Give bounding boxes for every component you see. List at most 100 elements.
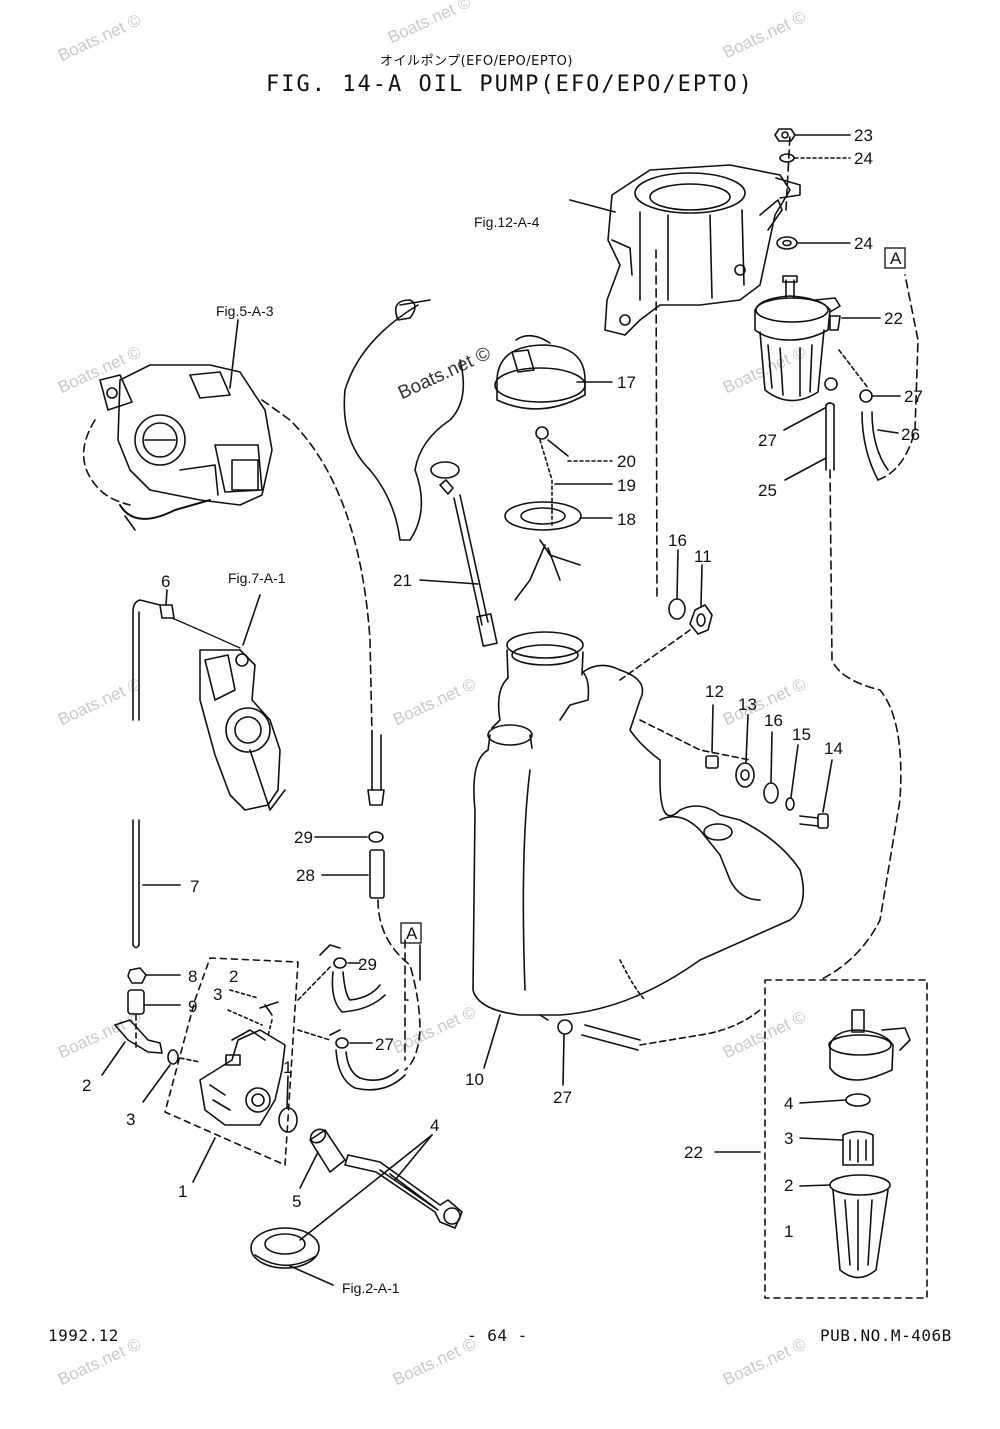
- callout-18: 18: [617, 510, 636, 529]
- callout-4: 4: [784, 1094, 793, 1113]
- callout-1: 1: [784, 1222, 793, 1241]
- washer-3: [167, 1049, 179, 1065]
- bolt-2-small: [259, 1001, 279, 1016]
- clip-27-right: [824, 377, 873, 403]
- drive-shaft-4: [344, 1154, 463, 1229]
- ref-fig5-a3: Fig.5-A-3: [216, 303, 274, 319]
- callout-20: 20: [617, 452, 636, 471]
- oil-tank-cap-17: [494, 334, 586, 410]
- figure-subtitle: オイルポンプ(EFO/EPO/EPTO): [380, 54, 573, 69]
- callout-2: 2: [784, 1176, 793, 1195]
- wire-lead: [367, 734, 385, 806]
- callout-15: 15: [792, 725, 811, 744]
- callout-14: 14: [824, 739, 843, 758]
- callout-27: 27: [553, 1088, 572, 1107]
- strap-19: [539, 439, 553, 526]
- callout-8: 8: [188, 967, 197, 986]
- callout-19: 19: [617, 476, 636, 495]
- callout-24: 24: [854, 234, 873, 253]
- oil-pump-1: [199, 1029, 286, 1126]
- tank-outlet-hose: [581, 1024, 641, 1051]
- footer-date: 1992.12: [48, 1326, 119, 1345]
- carburetor-part: [99, 364, 273, 506]
- gasket-18: [504, 501, 582, 531]
- callout-26: 26: [901, 425, 920, 444]
- hose-lower: [329, 1029, 406, 1091]
- washer-24-top: [779, 153, 795, 163]
- grommet-13: [735, 762, 755, 788]
- callout-25: 25: [758, 481, 777, 500]
- footer-publication-number: PUB.NO.M-406B: [820, 1326, 952, 1345]
- callout-2: 2: [82, 1076, 91, 1095]
- washer-16: [668, 598, 686, 620]
- nut-23: [774, 128, 796, 142]
- callout-21: 21: [393, 571, 412, 590]
- oil-level-gauge-21: [430, 461, 498, 647]
- callout-1: 1: [283, 1058, 292, 1077]
- callout-4: 4: [430, 1116, 439, 1135]
- callout-12: 12: [705, 682, 724, 701]
- collar-12: [705, 755, 719, 769]
- callout-27: 27: [375, 1035, 394, 1054]
- callout-24: 24: [854, 149, 873, 168]
- oring-1: [278, 1107, 298, 1133]
- ref-fig7-a1: Fig.7-A-1: [228, 570, 286, 586]
- svg-text:A: A: [890, 249, 902, 268]
- callout-5: 5: [292, 1192, 301, 1211]
- float-20: [535, 426, 569, 457]
- clip-29-top: [368, 831, 384, 843]
- ref-fig12-a4: Fig.12-A-4: [474, 214, 540, 230]
- washer-15: [785, 797, 795, 811]
- callout-17: 17: [617, 373, 636, 392]
- drive-gear-part: [250, 1227, 320, 1269]
- ref-fig2-a1: Fig.2-A-1: [342, 1280, 400, 1296]
- callout-1: 1: [178, 1182, 187, 1201]
- washer-24: [776, 236, 798, 250]
- oil-filter-22: [754, 275, 841, 402]
- hose-upper: [319, 944, 386, 1013]
- callout-13: 13: [738, 695, 757, 714]
- callout-29: 29: [358, 955, 377, 974]
- callout-22: 22: [884, 309, 903, 328]
- bracket-part: [604, 164, 801, 336]
- callout-27: 27: [758, 431, 777, 450]
- connection-marker-a-left: A: [400, 922, 422, 944]
- callout-3: 3: [126, 1110, 135, 1129]
- nut-8: [127, 967, 147, 984]
- callout-27: 27: [904, 387, 923, 406]
- hose-26: [861, 411, 889, 481]
- clip-27-tank: [557, 1019, 573, 1035]
- bolt-14: [799, 813, 829, 829]
- callout-11: 11: [694, 547, 712, 566]
- callout-3: 3: [213, 985, 222, 1004]
- callout-22: 22: [684, 1143, 703, 1162]
- figure-title: FIG. 14-A OIL PUMP(EFO/EPO/EPTO): [266, 72, 754, 97]
- callout-7: 7: [190, 877, 199, 896]
- throttle-lever-part: [199, 649, 286, 811]
- nut-11: [689, 604, 713, 635]
- footer-page-number: - 64 -: [467, 1326, 528, 1345]
- filter-detail-22: [828, 1009, 911, 1279]
- clip-6: [159, 604, 175, 619]
- oil-tank-10: [472, 631, 805, 1016]
- callout-29: 29: [294, 828, 313, 847]
- callout-6: 6: [161, 572, 170, 591]
- callout-16: 16: [668, 531, 687, 550]
- link-rod-7: [132, 599, 161, 949]
- callout-3: 3: [784, 1129, 793, 1148]
- callout-23: 23: [854, 126, 873, 145]
- hose-25: [825, 402, 835, 471]
- connection-marker-a-right: A: [884, 247, 906, 269]
- hose-28: [369, 849, 385, 899]
- callout-9: 9: [188, 997, 197, 1016]
- callout-2: 2: [229, 967, 238, 986]
- bleed-screw-2: [114, 1019, 163, 1054]
- callout-16: 16: [764, 711, 783, 730]
- callout-28: 28: [296, 866, 315, 885]
- collar-9: [127, 989, 145, 1015]
- washer-16-b: [763, 782, 779, 804]
- callout-10: 10: [465, 1070, 484, 1089]
- bushing-5: [309, 1128, 346, 1173]
